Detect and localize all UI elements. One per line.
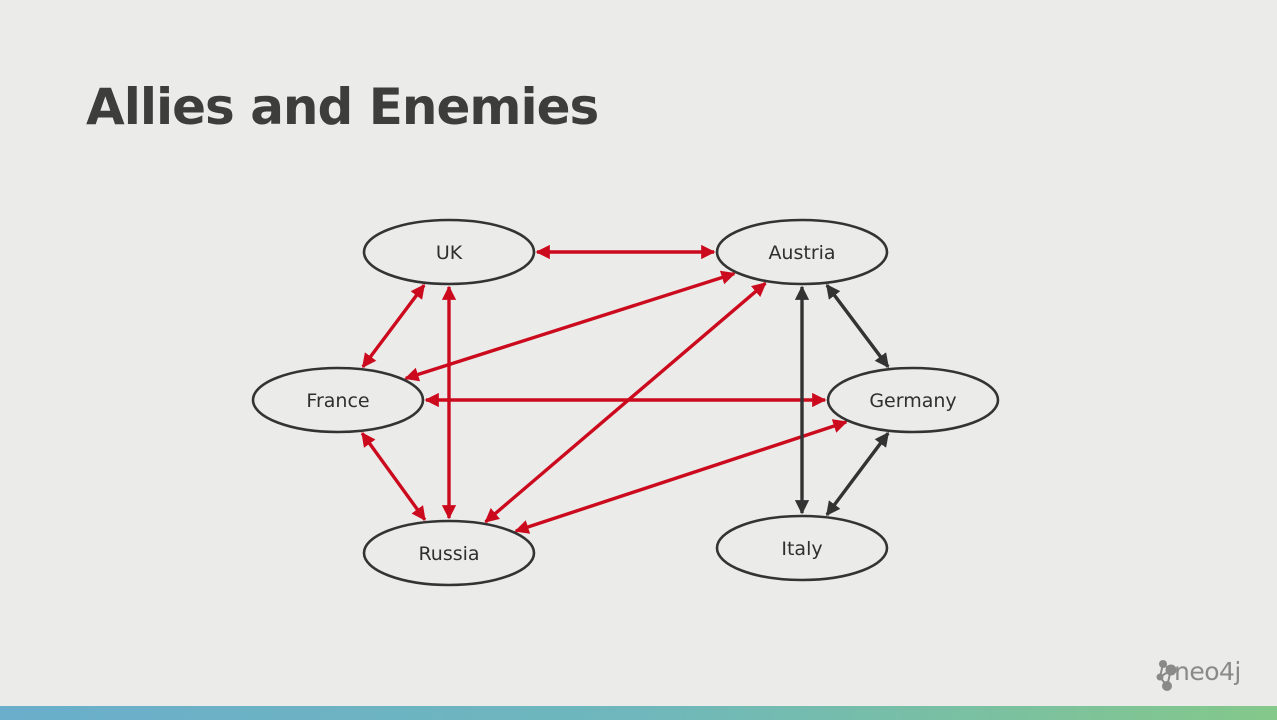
neo4j-graph-icon — [1156, 660, 1177, 691]
node-france-label: France — [306, 390, 369, 412]
node-austria: Austria — [715, 218, 889, 286]
node-russia-shape — [362, 519, 536, 587]
node-germany-label: Germany — [869, 390, 956, 412]
edge-austria-germany — [825, 284, 890, 368]
node-germany: Germany — [826, 366, 1000, 434]
node-austria-shape — [715, 218, 889, 286]
node-uk-label: UK — [436, 242, 463, 264]
node-italy-shape — [715, 514, 889, 582]
node-italy-label: Italy — [781, 538, 822, 560]
node-austria-label: Austria — [768, 242, 835, 264]
node-russia: Russia — [362, 519, 536, 587]
node-france: France — [251, 366, 425, 434]
node-uk: UK — [362, 218, 536, 286]
node-france-shape — [251, 366, 425, 434]
edge-uk-france — [361, 284, 426, 368]
edge-austria-russia — [484, 281, 767, 524]
node-germany-shape — [826, 366, 1000, 434]
edge-france-russia — [360, 432, 427, 521]
node-russia-label: Russia — [418, 543, 479, 565]
node-italy: Italy — [715, 514, 889, 582]
edge-germany-russia — [514, 419, 848, 534]
node-uk-shape — [362, 218, 536, 286]
neo4j-wordmark: neo4j — [1174, 657, 1241, 686]
edges-layer — [360, 244, 890, 534]
edge-austria-france — [404, 270, 736, 382]
slide-title: Allies and Enemies — [86, 78, 599, 136]
edge-germany-italy — [825, 432, 890, 516]
bottom-accent-bar — [0, 706, 1277, 720]
neo4j-logo: neo4j — [1154, 655, 1258, 695]
